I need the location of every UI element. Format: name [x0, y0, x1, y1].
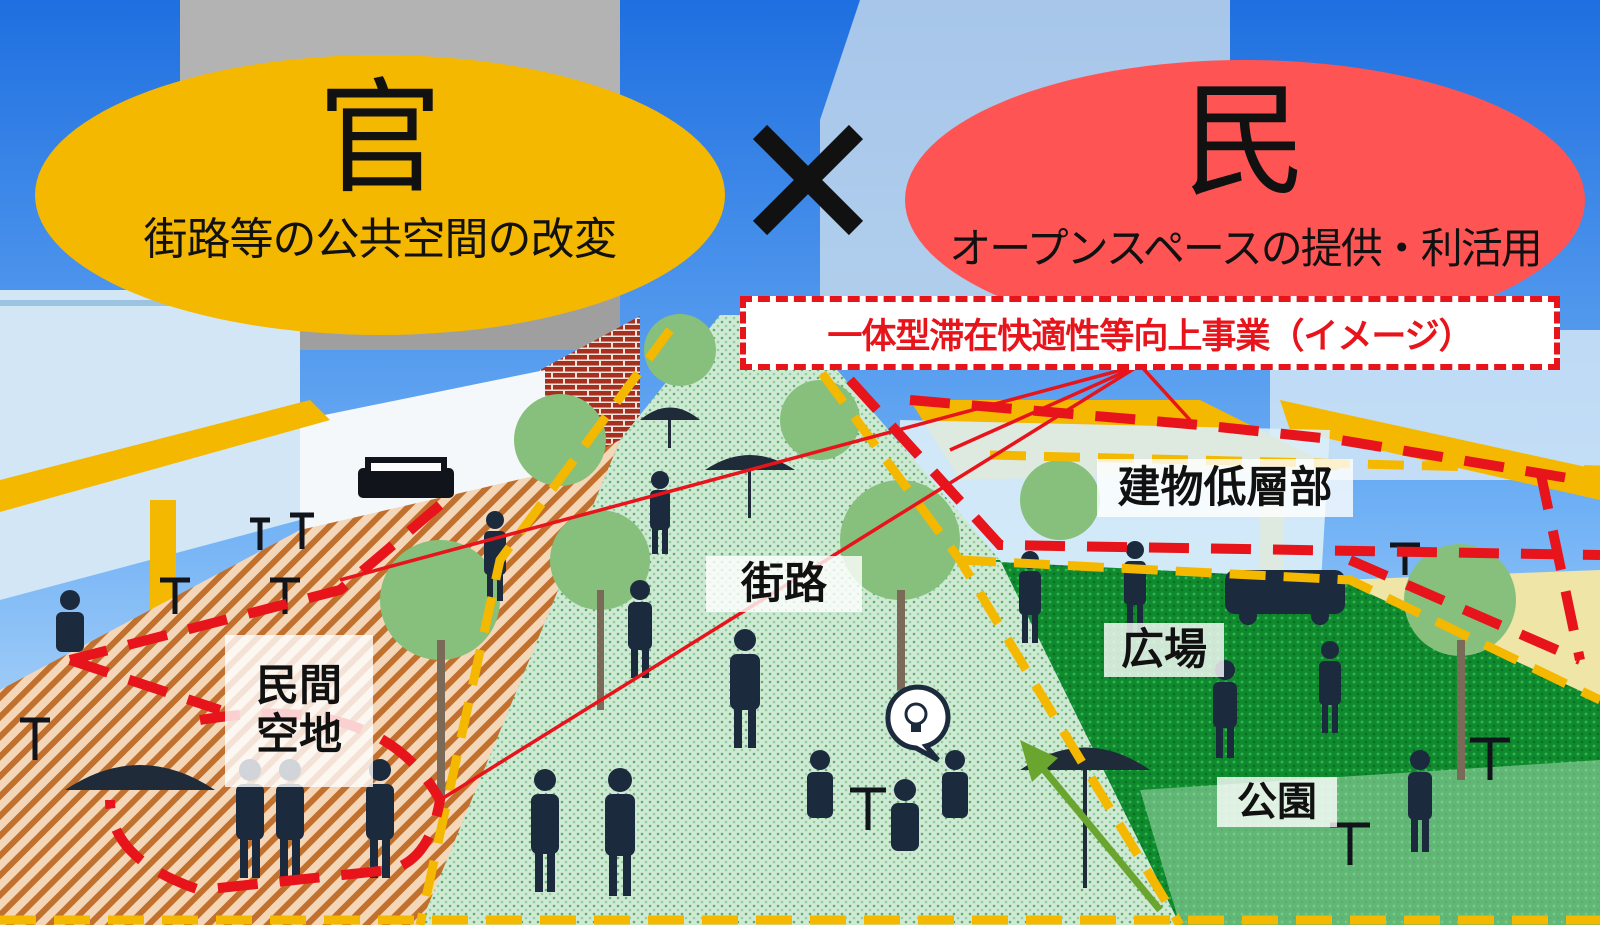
times-icon [752, 124, 864, 236]
government-heading: 官 [317, 67, 442, 211]
idea-bubble-icon [885, 684, 951, 763]
project-label: 一体型滞在快適性等向上事業（イメージ） [827, 316, 1473, 357]
government-subtitle: 街路等の公共空間の改変 [143, 214, 618, 265]
area-label-private-vacant-lot: 民間 空地 [225, 635, 373, 787]
private-ellipse: 民 オープンスペースの提供・利活用 [905, 60, 1585, 340]
project-label-box: 一体型滞在快適性等向上事業（イメージ） [740, 296, 1560, 370]
area-label-plaza: 広場 [1104, 623, 1224, 677]
vacant-label-line2: 空地 [256, 710, 342, 760]
private-subtitle: オープンスペースの提供・利活用 [949, 224, 1543, 273]
green-arrow-icon [1020, 740, 1163, 913]
vacant-label-line1: 民間 [256, 660, 342, 711]
private-heading: 民 [1182, 70, 1307, 214]
area-label-park: 公園 [1217, 777, 1337, 827]
area-label-building-lower: 建物低層部 [1097, 459, 1353, 517]
government-ellipse: 官 街路等の公共空間の改変 [35, 55, 725, 335]
area-label-street: 街路 [706, 556, 862, 612]
